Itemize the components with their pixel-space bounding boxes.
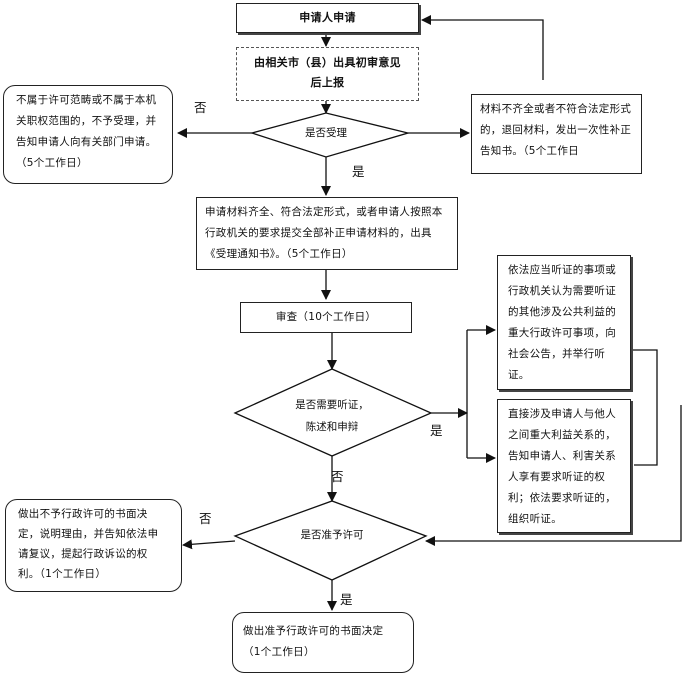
incomplete-materials-box: 材料不齐全或者不符合法定形式的，退回材料，发出一次性补正告知书。（5个工作日 bbox=[471, 94, 642, 174]
arrow-resubmit bbox=[421, 15, 544, 80]
applicant-box: 申请人申请 bbox=[236, 3, 419, 33]
review-text: 审查（10个工作日） bbox=[275, 311, 377, 323]
accept-decision-text: 是否受理 bbox=[305, 127, 347, 139]
applicant-text: 申请人申请 bbox=[299, 11, 356, 24]
public-hearing-text: 依法应当听证的事项或行政机关认为需要听证的其他涉及公共利益的重大行政许可事项，向… bbox=[508, 264, 616, 381]
deny-permit-text: 做出不予行政许可的书面决定，说明理由，并告知依法申请复议，提起行政诉讼的权利。（… bbox=[18, 508, 159, 580]
grant-permit-line1: 做出准予行政许可的书面决定 bbox=[243, 625, 384, 637]
incomplete-materials-text: 材料不齐全或者不符合法定形式的，退回材料，发出一次性补正告知书。（5个工作日 bbox=[480, 103, 632, 157]
initial-review-text: 由相关市（县）出具初审意见后上报 bbox=[254, 56, 401, 89]
public-hearing-box: 依法应当听证的事项或行政机关认为需要听证的其他涉及公共利益的重大行政许可事项，向… bbox=[497, 255, 631, 390]
party-hearing-box: 直接涉及申请人与他人之间重大利益关系的，告知申请人、利害关系人享有要求听证的权利… bbox=[497, 399, 631, 533]
arrow-grant-no bbox=[182, 539, 236, 550]
accept-decision-diamond bbox=[249, 112, 411, 158]
line-public-out bbox=[632, 349, 658, 466]
label-yes-accept: 是 bbox=[352, 164, 365, 179]
accepted-box: 申请材料齐全、符合法定形式，或者申请人按照本行政机关的要求提交全部补正申请材料的… bbox=[196, 197, 458, 270]
grant-permit-line2: （1个工作日） bbox=[243, 646, 315, 658]
initial-review-box: 由相关市（县）出具初审意见后上报 bbox=[236, 47, 419, 101]
grant-permit-box: 做出准予行政许可的书面决定 （1个工作日） bbox=[232, 612, 414, 673]
review-box: 审查（10个工作日） bbox=[240, 302, 412, 333]
hearing-decision-line1: 是否需要听证， bbox=[295, 399, 369, 411]
party-hearing-text: 直接涉及申请人与他人之间重大利益关系的，告知申请人、利害关系人享有要求听证的权利… bbox=[508, 408, 616, 525]
hearing-decision-line2: 陈述和申辩 bbox=[305, 421, 359, 433]
line-return-grant bbox=[425, 405, 682, 546]
label-no-hearing: 否 bbox=[331, 469, 344, 484]
label-no-scope: 否 bbox=[194, 100, 207, 115]
hearing-decision-text: 是否需要听证， 陈述和申辩 bbox=[262, 394, 402, 438]
reject-scope-box: 不属于许可范畴或不属于本机关职权范围的，不予受理，并告知申请人向有关部门申请。（… bbox=[3, 85, 173, 184]
label-yes-grant: 是 bbox=[340, 592, 353, 607]
grant-decision-diamond bbox=[233, 500, 428, 581]
grant-decision-text: 是否准予许可 bbox=[300, 529, 364, 541]
label-yes-hearing: 是 bbox=[430, 423, 443, 438]
label-no-grant: 否 bbox=[199, 511, 212, 526]
deny-permit-box: 做出不予行政许可的书面决定，说明理由，并告知依法申请复议，提起行政诉讼的权利。（… bbox=[5, 499, 182, 592]
accepted-text: 申请材料齐全、符合法定形式，或者申请人按照本行政机关的要求提交全部补正申请材料的… bbox=[205, 206, 443, 260]
reject-scope-text: 不属于许可范畴或不属于本机关职权范围的，不予受理，并告知申请人向有关部门申请。（… bbox=[16, 94, 157, 169]
hearing-decision-diamond bbox=[233, 368, 433, 457]
